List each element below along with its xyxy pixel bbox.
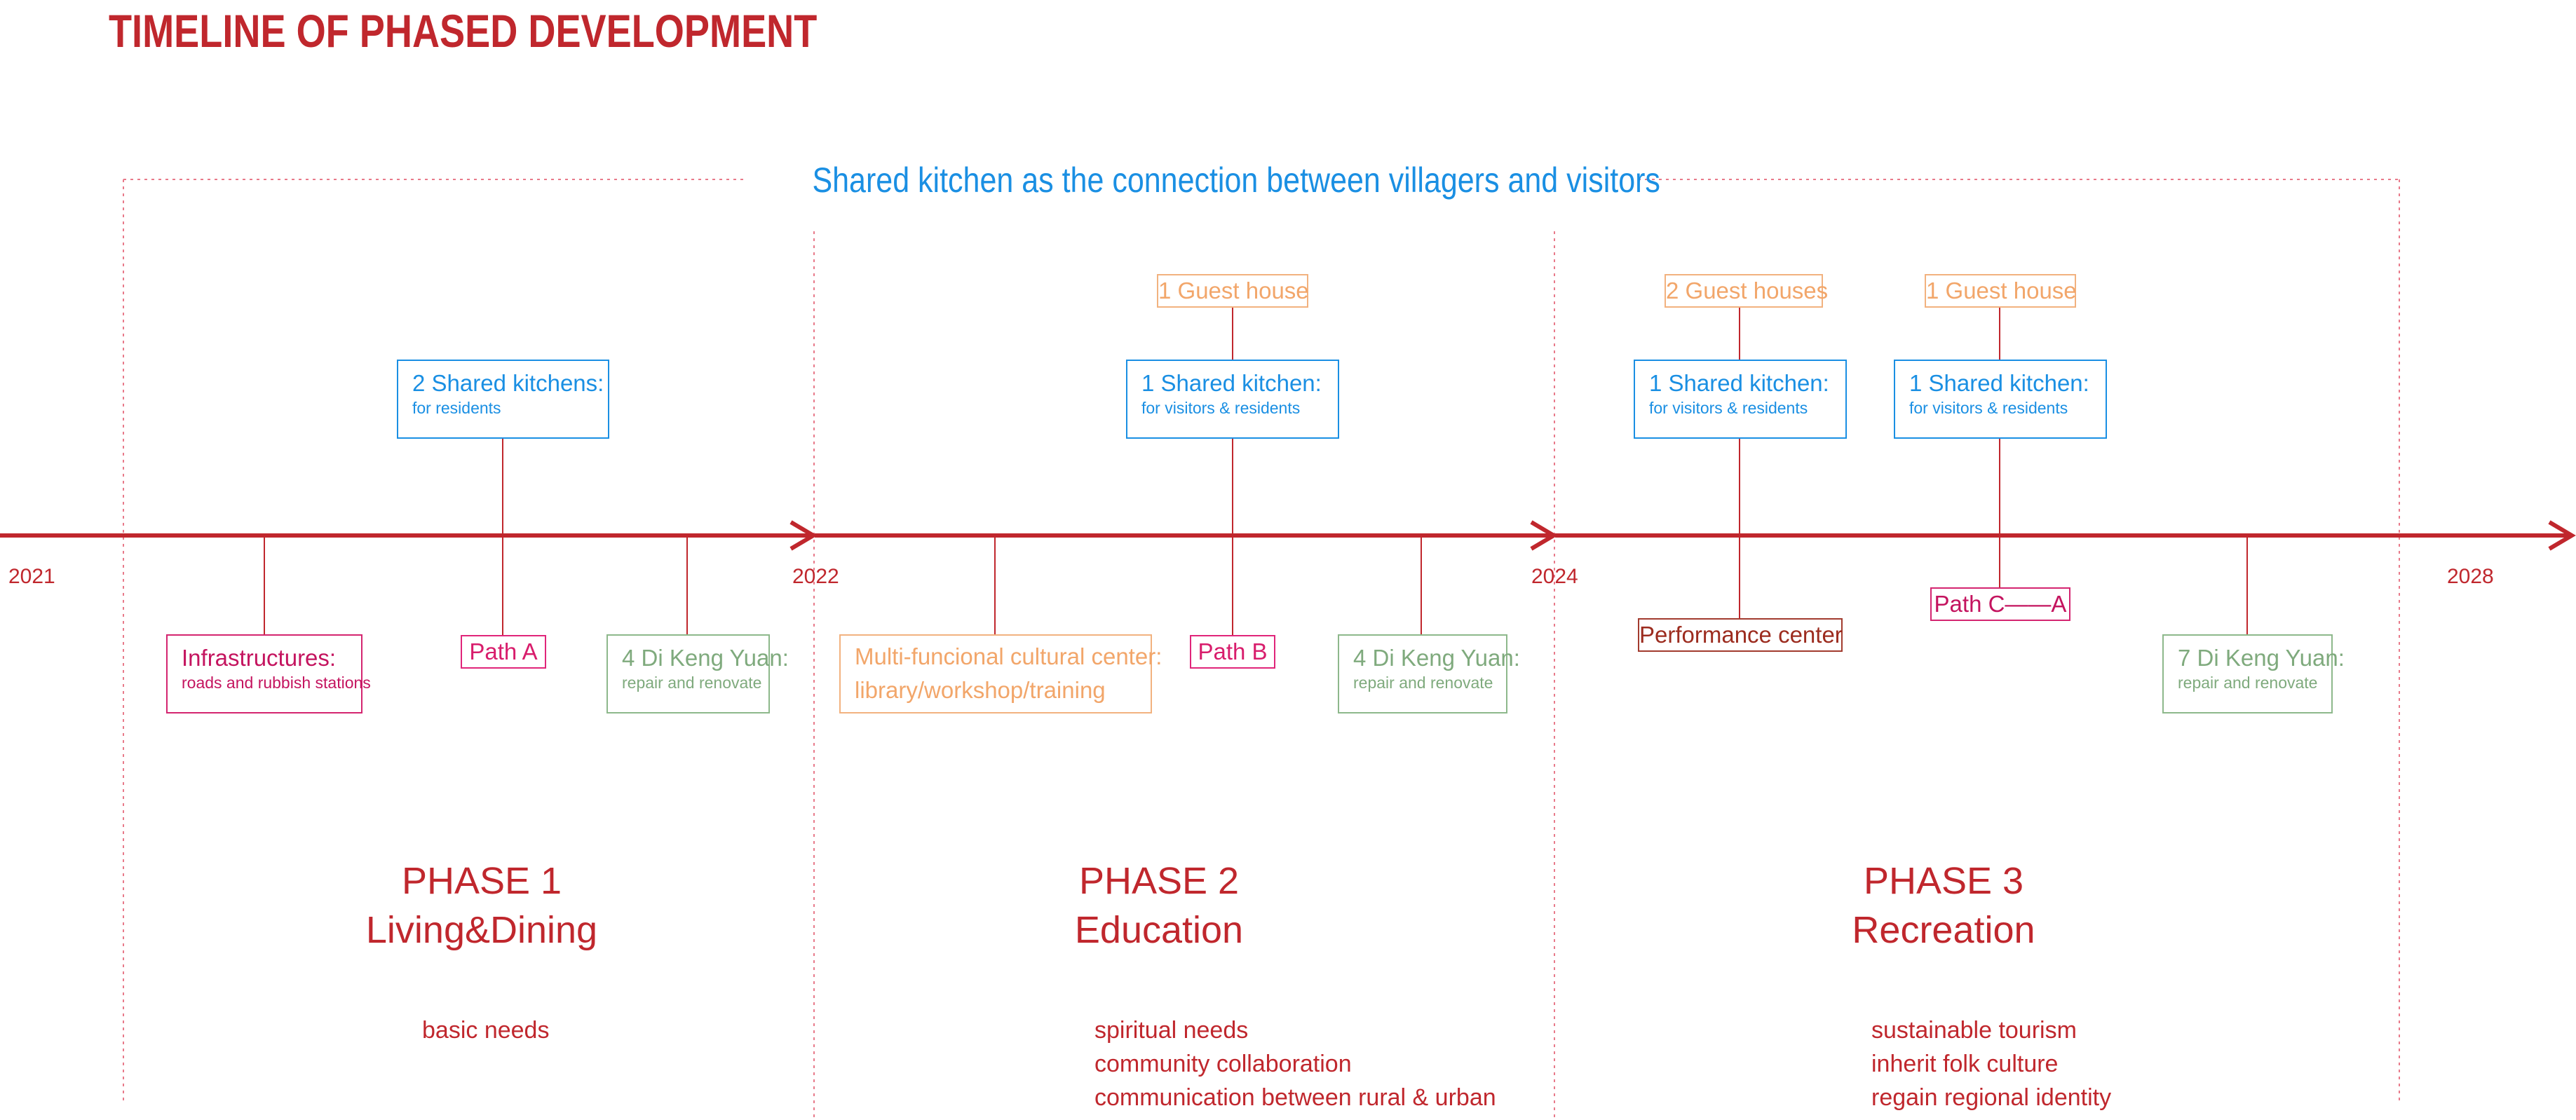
year-2024: 2024 [1531, 565, 1578, 588]
arrow-head-2024 [1530, 520, 1558, 551]
p3-kitchen-b-title: 1 Shared kitchen: [1909, 370, 2089, 396]
p1-shared-kitchens-box: 2 Shared kitchens: for residents [397, 360, 609, 439]
p1-dikeng-title: 4 Di Keng Yuan: [622, 645, 789, 671]
phase-2-need: communication between rural & urban [1094, 1084, 1496, 1111]
p3-dikeng-title: 7 Di Keng Yuan: [2178, 645, 2345, 671]
p2-kitchen-title: 1 Shared kitchen: [1141, 370, 1322, 396]
p2-di-keng-yuan-box: 4 Di Keng Yuan: repair and renovate [1338, 634, 1520, 713]
p2-dikeng-title: 4 Di Keng Yuan: [1353, 645, 1520, 671]
phase-1-heading: PHASE 1 Living&Dining [341, 856, 622, 955]
phase-2-label: PHASE 2 [1078, 860, 1240, 902]
banner-text: Shared kitchen as the connection between… [812, 161, 1660, 200]
p2-cultural-sub: library/workshop/training [855, 677, 1106, 703]
p1-infrastructures-box: Infrastructures: roads and rubbish stati… [166, 634, 371, 713]
p1-kitchen-title: 2 Shared kitchens: [412, 370, 604, 396]
p2-dikeng-sub: repair and renovate [1353, 674, 1493, 692]
p1-kitchen-sub: for residents [412, 399, 501, 417]
p3-guest-houses-tag: 2 Guest houses [1665, 274, 1828, 308]
p1-path-a-tag: Path A [461, 635, 546, 669]
phase-2-needs: spiritual needs community collaboration … [1094, 1013, 1496, 1114]
p3-shared-kitchen-box-b: 1 Shared kitchen: for visitors & residen… [1894, 360, 2107, 439]
phase-3-heading: PHASE 3 Recreation [1803, 856, 2084, 955]
timeline-axis [0, 520, 2576, 551]
page-title: TIMELINE OF PHASED DEVELOPMENT [109, 5, 818, 57]
phase-1-name: Living&Dining [365, 909, 598, 951]
p1-infra-sub: roads and rubbish stations [182, 674, 371, 692]
p3-kitchen-a-title: 1 Shared kitchen: [1649, 370, 1829, 396]
p3-kitchen-a-sub: for visitors & residents [1649, 399, 1808, 417]
p3-shared-kitchen-box-a: 1 Shared kitchen: for visitors & residen… [1634, 360, 1847, 439]
p3-path-c-a-tag: Path C——A [1930, 587, 2070, 621]
phase-3-need: regain regional identity [1871, 1084, 2112, 1111]
p3-dikeng-sub: repair and renovate [2178, 674, 2318, 692]
phase-2-name: Education [1074, 909, 1244, 951]
p3-kitchen-b-sub: for visitors & residents [1909, 399, 2068, 417]
phase-1-need: basic needs [422, 1017, 550, 1044]
p1-dikeng-sub: repair and renovate [622, 674, 762, 692]
year-2022: 2022 [792, 565, 839, 588]
phase-3-name: Recreation [1852, 909, 2035, 951]
p2-guest-house-tag: 1 Guest house [1157, 274, 1309, 308]
p2-shared-kitchen-box: 1 Shared kitchen: for visitors & residen… [1126, 360, 1339, 439]
p2-cultural-title: Multi-funcional cultural center: [855, 643, 1162, 669]
phase-1-needs: basic needs [422, 1013, 549, 1047]
year-2028: 2028 [2447, 565, 2494, 588]
p2-cultural-center-box: Multi-funcional cultural center: library… [839, 634, 1162, 713]
p2-kitchen-sub: for visitors & residents [1141, 399, 1301, 417]
phase-3-label: PHASE 3 [1863, 860, 2024, 902]
phase-3-need: inherit folk culture [1871, 1051, 2059, 1077]
phase-2-need: community collaboration [1094, 1051, 1352, 1077]
p3-performance-center-tag: Performance center [1638, 618, 1843, 652]
p3-guest-house-tag: 1 Guest house [1925, 274, 2077, 308]
phase-3-needs: sustainable tourism inherit folk culture… [1871, 1013, 2111, 1114]
p3-di-keng-yuan-box: 7 Di Keng Yuan: repair and renovate [2162, 634, 2345, 713]
arrow-head-2022 [789, 520, 818, 551]
p1-di-keng-yuan-box: 4 Di Keng Yuan: repair and renovate [606, 634, 789, 713]
phase-2-need: spiritual needs [1094, 1017, 1249, 1044]
phase-3-need: sustainable tourism [1871, 1017, 2077, 1044]
connector-stems [264, 308, 2248, 635]
phase-2-heading: PHASE 2 Education [1019, 856, 1299, 955]
arrow-head-2028 [2548, 520, 2576, 551]
p1-infra-title: Infrastructures: [182, 645, 337, 671]
p2-path-b-tag: Path B [1190, 635, 1275, 669]
year-2021: 2021 [8, 565, 55, 588]
banner-heading: Shared kitchen as the connection between… [743, 160, 1660, 200]
phase-1-label: PHASE 1 [401, 860, 562, 902]
